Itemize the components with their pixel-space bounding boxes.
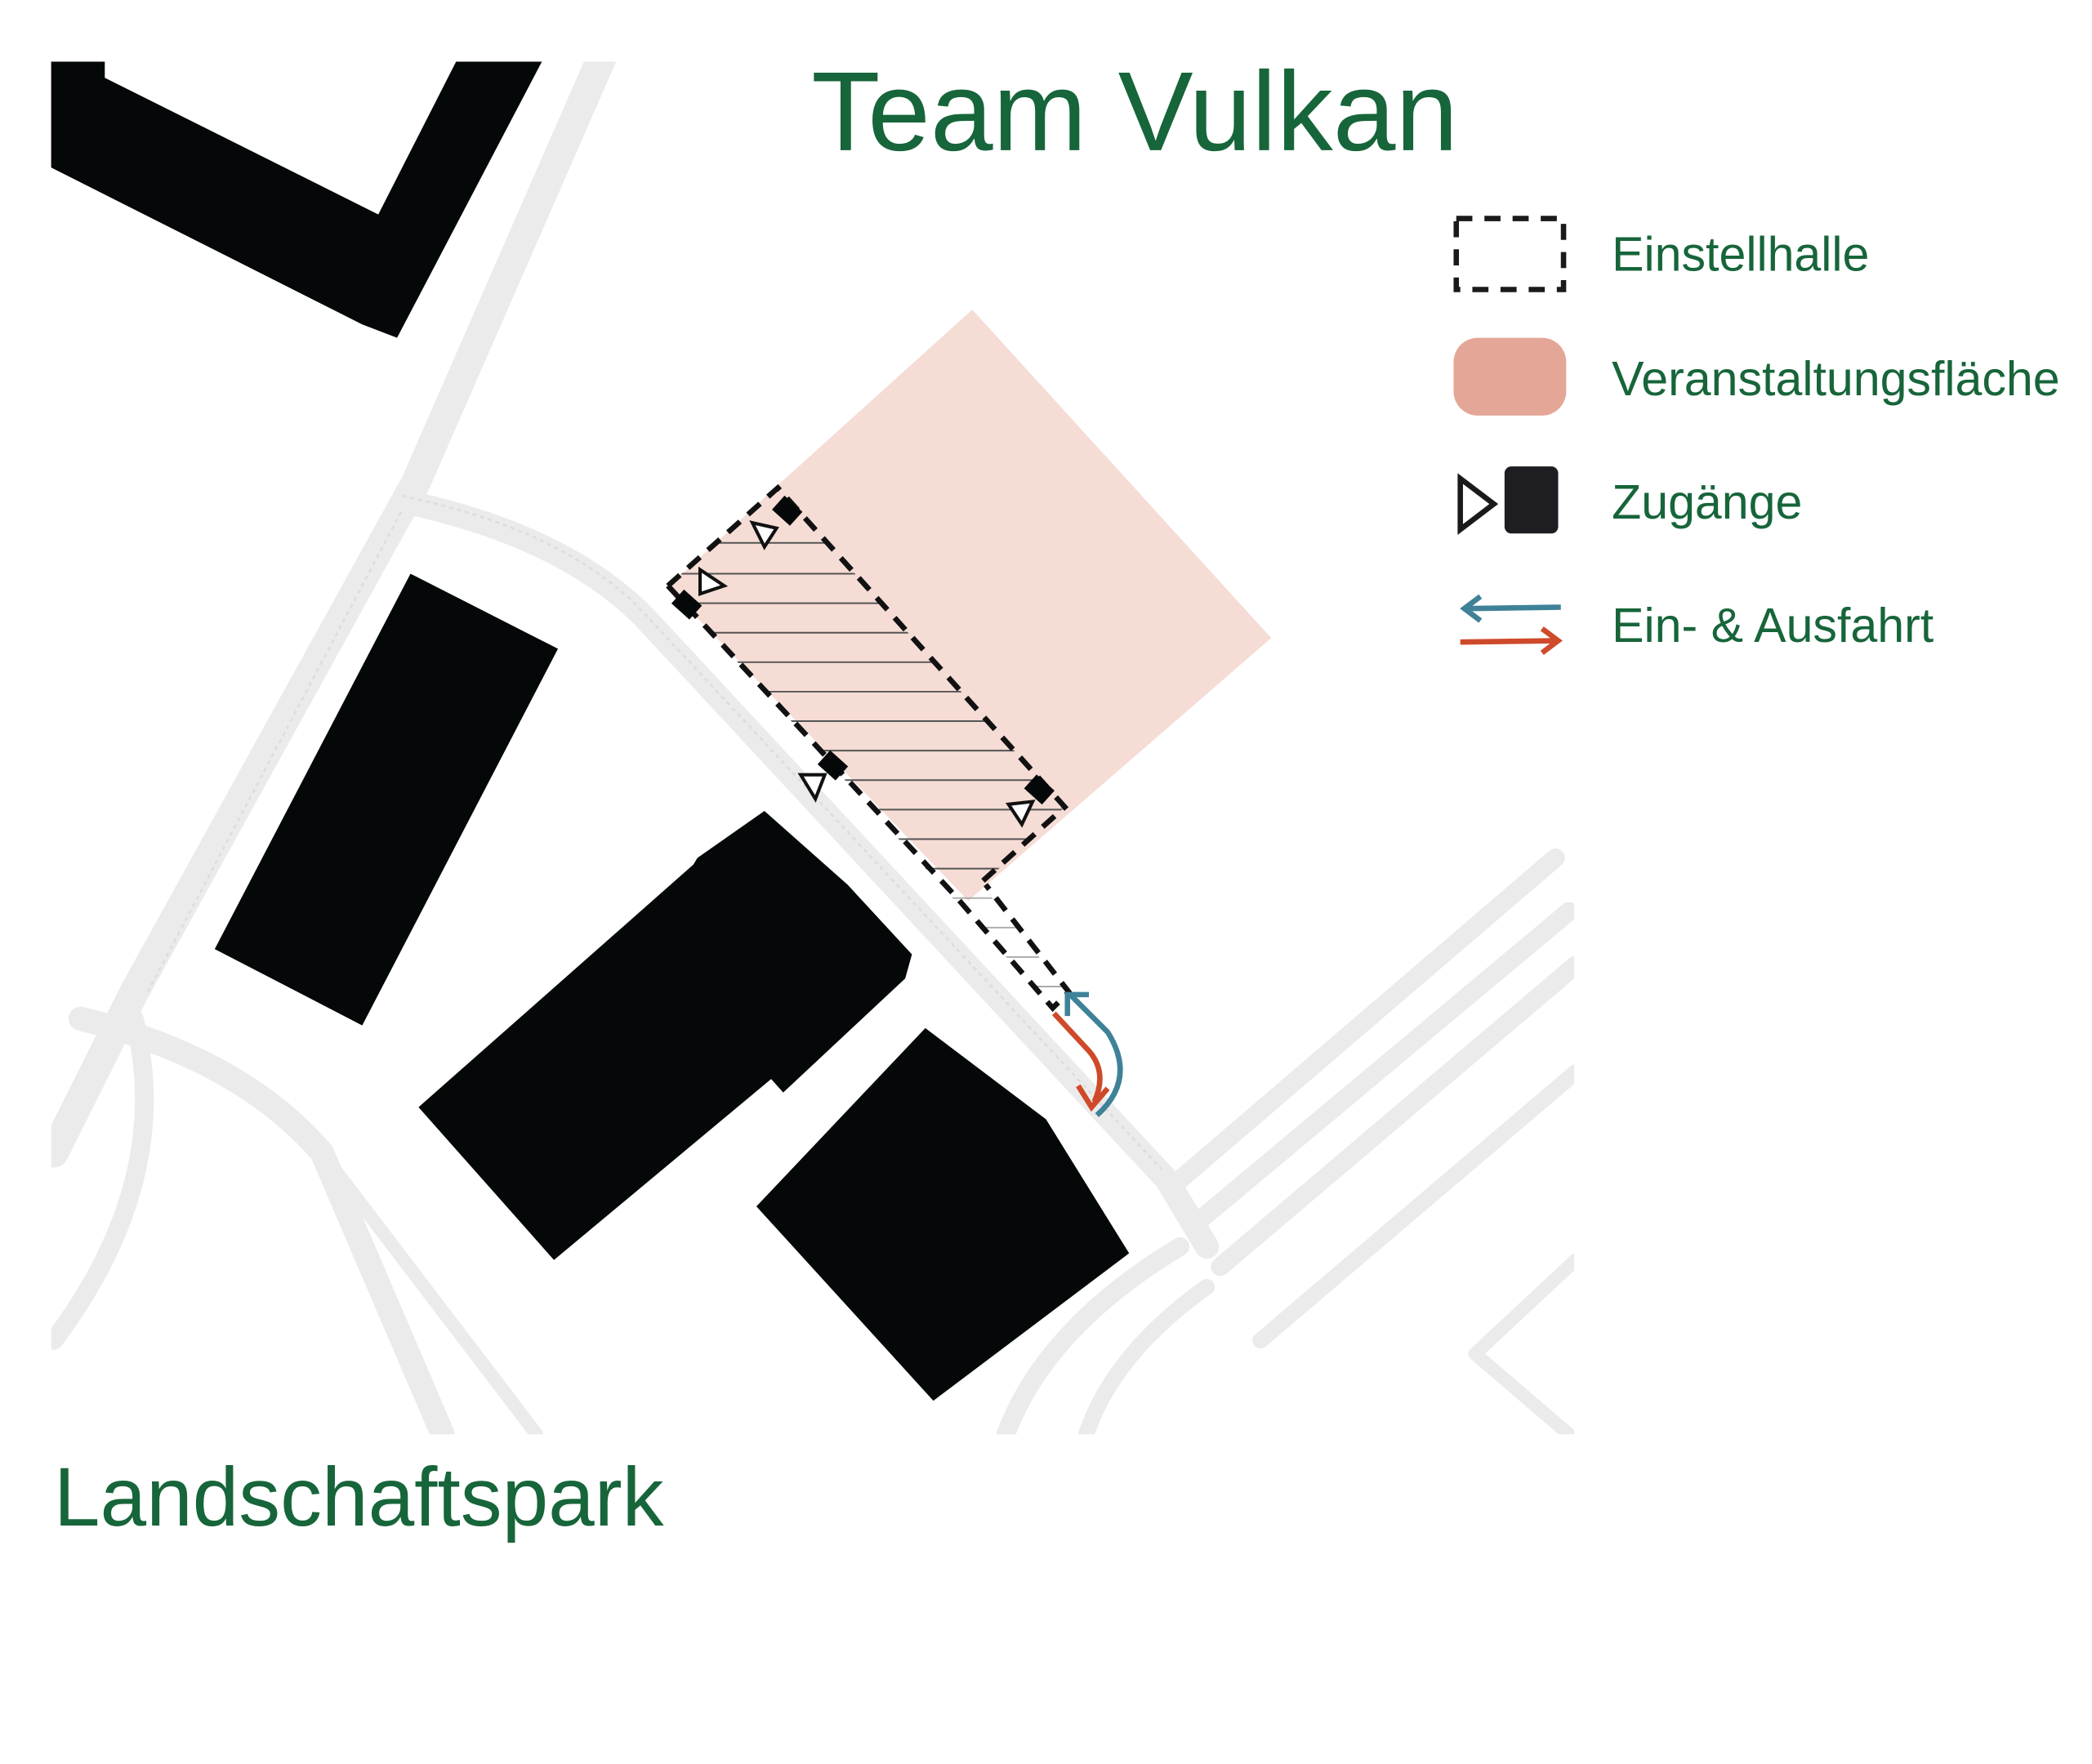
landschaftspark-label: Landschaftspark [54, 1450, 665, 1544]
building [756, 1027, 1130, 1401]
access-square-icon [817, 750, 849, 781]
exit-arrow-icon [1051, 1011, 1103, 1103]
access-square-icon [772, 495, 803, 526]
entry-arrow-icon [1460, 594, 1561, 623]
entry-arrow-icon [1068, 992, 1123, 1118]
legend-item-zugaenge: Zugänge [1457, 466, 1802, 535]
legend-label: Veranstaltungsfläche [1612, 352, 2059, 406]
access-points [671, 495, 1055, 828]
roads [51, 61, 1575, 1435]
legend-label: Zugänge [1612, 475, 1802, 529]
building [51, 61, 542, 338]
legend-item-ein-ausfahrt: Ein- & Ausfahrt [1460, 594, 1934, 655]
in-out-arrows [1051, 991, 1123, 1118]
event-area [667, 310, 1272, 901]
buildings [51, 61, 1130, 1401]
legend-label: Einstellhalle [1612, 228, 1869, 282]
legend: Einstellhalle Veranstaltungsfläche Zugän… [1453, 216, 2060, 655]
access-triangle-icon [797, 773, 827, 803]
exit-arrow-icon [1460, 626, 1563, 655]
legend-item-veranstaltungsflaeche: Veranstaltungsfläche [1453, 337, 2060, 416]
legend-label: Ein- & Ausfahrt [1612, 599, 1934, 653]
page-title: Team Vulkan [811, 49, 1458, 175]
access-triangle-icon [749, 520, 779, 550]
access-triangle-icon [1457, 473, 1499, 535]
legend-item-einstellhalle: Einstellhalle [1453, 216, 1869, 292]
access-square-icon [1504, 466, 1559, 534]
building [418, 811, 912, 1260]
pink-area-icon [1453, 337, 1567, 416]
building [214, 573, 559, 1026]
entry-arrow-head-icon [1064, 991, 1090, 1017]
access-square-icon [1024, 774, 1055, 805]
access-triangle-icon [1005, 800, 1036, 828]
exit-arrow-head-icon [1076, 1084, 1110, 1112]
access-triangle-icon [698, 566, 729, 596]
dashed-rectangle-icon [1453, 216, 1567, 292]
access-square-icon [671, 589, 703, 620]
parking-garage-outline [666, 483, 1073, 1013]
